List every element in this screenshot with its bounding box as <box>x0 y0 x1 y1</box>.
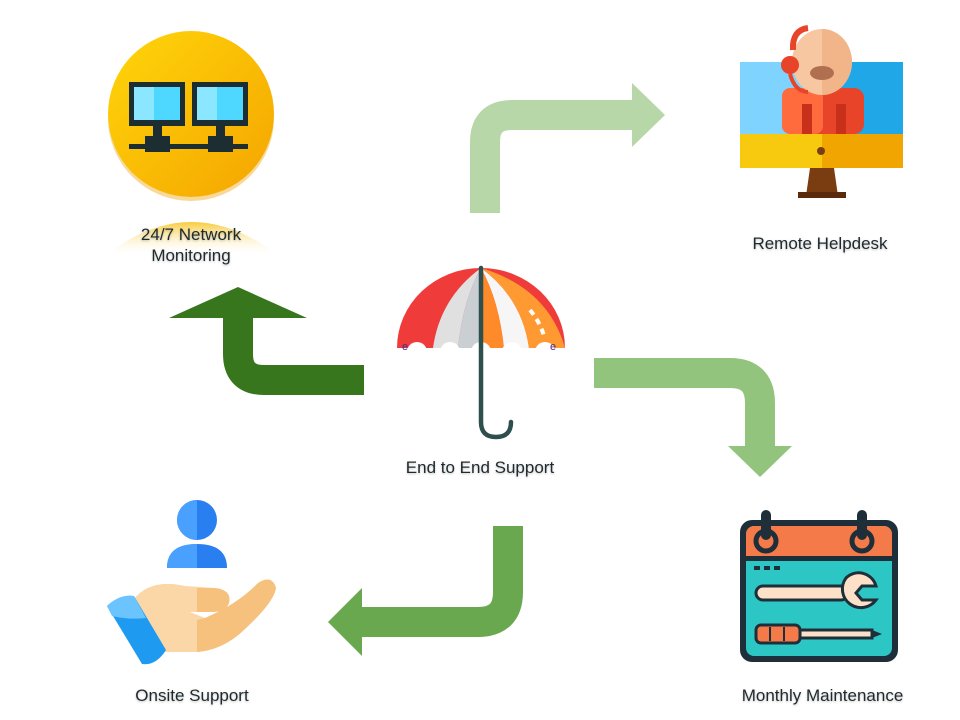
svg-text:e: e <box>402 341 408 353</box>
svg-text:e: e <box>550 341 556 353</box>
arrow-to-monthly-maintenance <box>594 358 775 446</box>
helpdesk-operator-icon <box>740 25 903 198</box>
onsite-support-label: Onsite Support <box>135 686 249 705</box>
arrow-to-helpdesk-head <box>632 83 665 147</box>
umbrella-icon: e e <box>397 265 565 440</box>
arrow-to-remote-helpdesk <box>470 100 632 213</box>
arrow-to-onsite-support <box>362 526 523 637</box>
network-monitoring-label-line1: 24/7 Network <box>140 225 242 244</box>
network-monitoring-label-line2: Monitoring <box>151 246 231 265</box>
arrow-to-network-head <box>169 287 307 318</box>
remote-helpdesk-label: Remote Helpdesk <box>752 234 888 253</box>
arrow-to-onsite-head <box>328 588 362 656</box>
network-computers-icon <box>108 31 274 256</box>
monthly-maintenance-label: Monthly Maintenance <box>741 686 904 705</box>
hand-person-support-icon <box>107 500 276 665</box>
maintenance-calendar-tools-icon <box>740 510 898 662</box>
arrow-to-network-monitoring <box>223 318 364 395</box>
arrow-to-maintenance-head <box>728 446 792 477</box>
end-to-end-support-label: End to End Support <box>405 458 555 477</box>
